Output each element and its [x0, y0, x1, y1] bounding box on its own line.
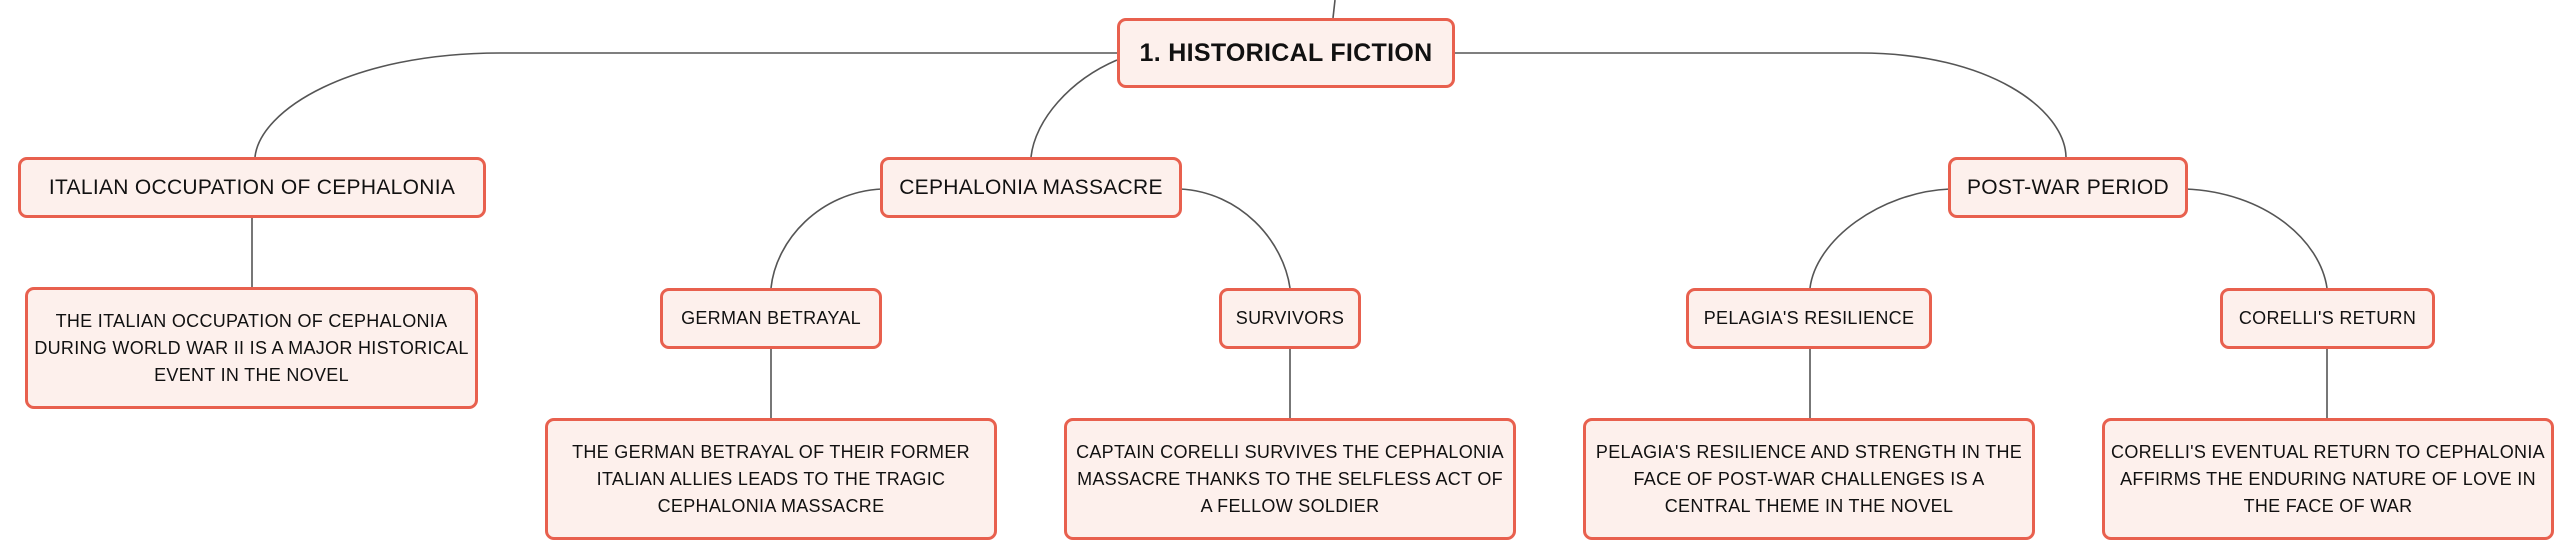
subtopic-pelagias-resilience[interactable]: PELAGIA'S RESILIENCE	[1686, 288, 1932, 349]
link-root-cephalonia-massacre	[1030, 59, 1118, 158]
detail-text: CAPTAIN CORELLI SURVIVES THE CEPHALONIA …	[1076, 441, 1504, 516]
link-postwar-pelagia	[1809, 188, 1951, 289]
detail-text: THE ITALIAN OCCUPATION OF CEPHALONIA DUR…	[34, 310, 469, 385]
root-topic-label: 1. HISTORICAL FICTION	[1139, 38, 1433, 67]
detail-italian-occupation[interactable]: THE ITALIAN OCCUPATION OF CEPHALONIA DUR…	[25, 287, 478, 409]
subtopic-german-betrayal[interactable]: GERMAN BETRAYAL	[660, 288, 882, 349]
detail-text: THE GERMAN BETRAYAL OF THEIR FORMER ITAL…	[572, 441, 970, 516]
subtopic-corellis-return[interactable]: CORELLI'S RETURN	[2220, 288, 2435, 349]
detail-pelagias-resilience[interactable]: PELAGIA'S RESILIENCE AND STRENGTH IN THE…	[1583, 418, 2035, 540]
topic-label: POST-WAR PERIOD	[1966, 175, 2170, 199]
detail-text: CORELLI'S EVENTUAL RETURN TO CEPHALONIA …	[2111, 441, 2545, 516]
link-postwar-corelli	[2184, 188, 2328, 289]
detail-text: PELAGIA'S RESILIENCE AND STRENGTH IN THE…	[1595, 441, 2023, 516]
subtopic-label: SURVIVORS	[1235, 308, 1345, 328]
detail-german-betrayal[interactable]: THE GERMAN BETRAYAL OF THEIR FORMER ITAL…	[545, 418, 997, 540]
link-root-italian-occupation	[254, 52, 1117, 158]
subtopic-survivors[interactable]: SURVIVORS	[1219, 288, 1361, 349]
subtopic-label: PELAGIA'S RESILIENCE	[1703, 308, 1915, 328]
topic-italian-occupation[interactable]: ITALIAN OCCUPATION OF CEPHALONIA	[18, 157, 486, 218]
detail-survivors[interactable]: CAPTAIN CORELLI SURVIVES THE CEPHALONIA …	[1064, 418, 1516, 540]
link-root-post-war	[1455, 52, 2067, 158]
topic-post-war-period[interactable]: POST-WAR PERIOD	[1948, 157, 2188, 218]
detail-corellis-return[interactable]: CORELLI'S EVENTUAL RETURN TO CEPHALONIA …	[2102, 418, 2554, 540]
link-massacre-german-betrayal	[770, 188, 883, 289]
topic-label: ITALIAN OCCUPATION OF CEPHALONIA	[48, 175, 456, 199]
topic-cephalonia-massacre[interactable]: CEPHALONIA MASSACRE	[880, 157, 1182, 218]
subtopic-label: CORELLI'S RETURN	[2238, 308, 2417, 328]
topic-label: CEPHALONIA MASSACRE	[899, 175, 1163, 199]
link-massacre-survivors	[1179, 188, 1291, 289]
root-topic[interactable]: 1. HISTORICAL FICTION	[1117, 18, 1455, 88]
link-parent-root	[1332, 0, 1336, 19]
subtopic-label: GERMAN BETRAYAL	[681, 308, 861, 328]
